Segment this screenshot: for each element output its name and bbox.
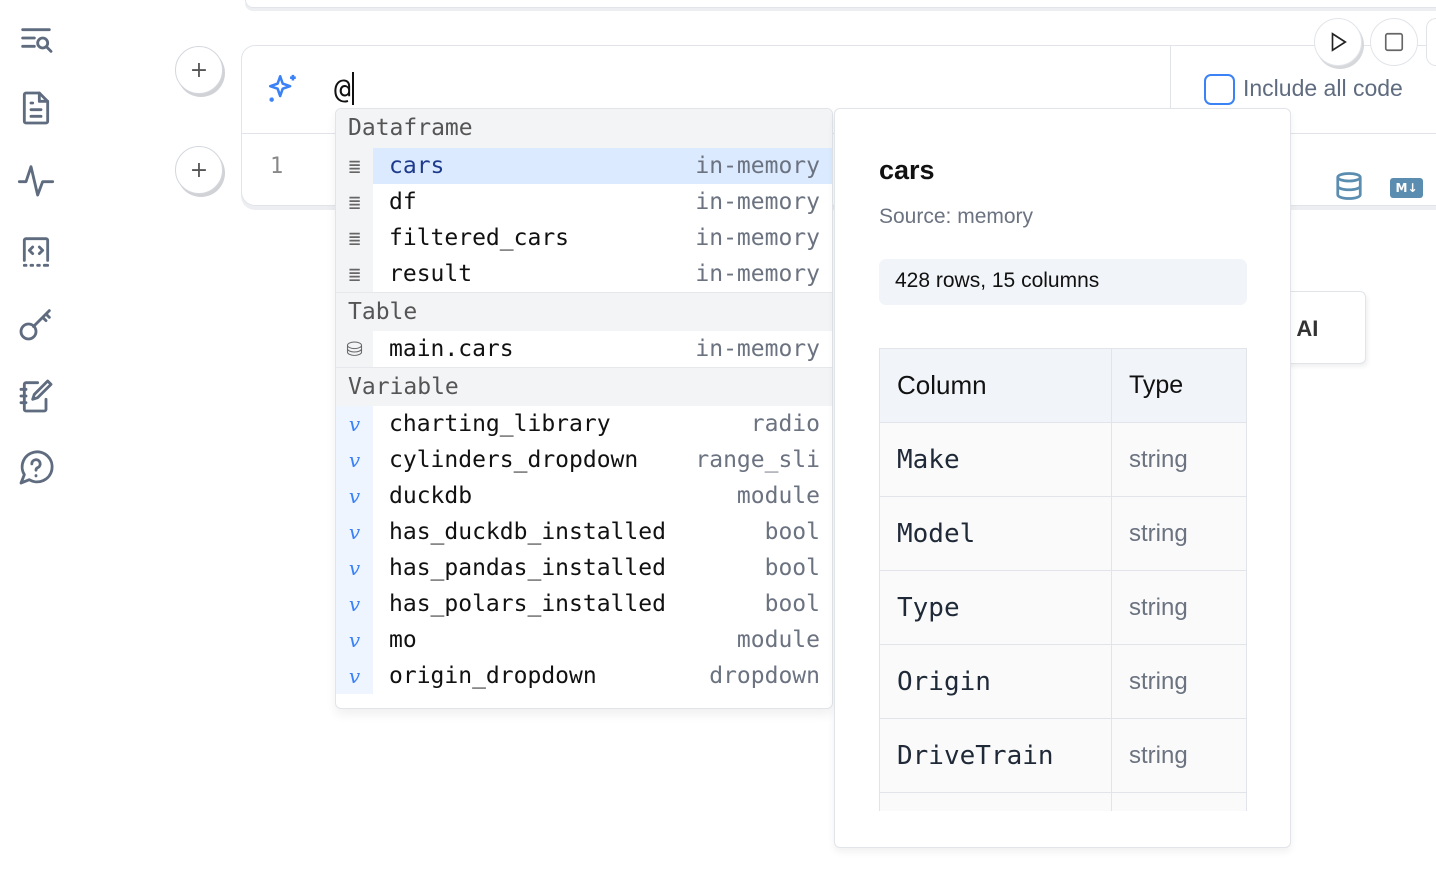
completion-item[interactable]: v has_polars_installed bool	[336, 586, 832, 622]
dataframe-icon: ≣	[336, 148, 373, 184]
info-summary: 428 rows, 15 columns	[879, 259, 1247, 305]
sparkles-icon	[266, 72, 300, 110]
completion-item[interactable]: v mo module	[336, 622, 832, 658]
column-type: string	[1112, 719, 1246, 792]
variable-icon: v	[336, 586, 373, 622]
variable-icon: v	[336, 550, 373, 586]
dataframe-icon: ≣	[336, 184, 373, 220]
completion-name: cylinders_dropdown	[373, 447, 695, 473]
dataframe-icon: ≣	[336, 256, 373, 292]
completion-name: main.cars	[373, 336, 695, 362]
completion-name: df	[373, 189, 695, 215]
completion-type: in-memory	[695, 336, 832, 362]
variable-icon: v	[336, 622, 373, 658]
column-name: Origin	[880, 645, 1112, 718]
search-list-icon[interactable]	[16, 18, 56, 58]
file-text-icon[interactable]	[16, 88, 56, 128]
column-name: Make	[880, 423, 1112, 496]
completion-name: has_pandas_installed	[373, 555, 765, 581]
table-row: Modelstring	[880, 497, 1246, 571]
include-all-code-checkbox[interactable]	[1204, 74, 1235, 105]
previous-cell	[245, 0, 1436, 8]
completion-name: has_polars_installed	[373, 591, 765, 617]
completion-name: cars	[373, 153, 695, 179]
group-header: Variable	[336, 367, 832, 406]
completion-item[interactable]: v charting_library radio	[336, 406, 832, 442]
completion-type: module	[737, 627, 832, 653]
info-source: Source: memory	[879, 205, 1033, 229]
completion-type: range_sli	[695, 447, 832, 473]
completion-type: bool	[765, 519, 832, 545]
table-row: Makestring	[880, 423, 1246, 497]
activity-icon[interactable]	[16, 160, 56, 200]
completion-item[interactable]: ≣ cars in-memory	[336, 148, 832, 184]
completion-name: duckdb	[373, 483, 737, 509]
completion-item[interactable]: ≣ filtered_cars in-memory	[336, 220, 832, 256]
columns-table: ColumnTypeMakestringModelstringTypestrin…	[879, 348, 1247, 811]
add-cell-above-button[interactable]: +	[175, 46, 223, 94]
column-name: DriveTrain	[880, 719, 1112, 792]
completion-name: origin_dropdown	[373, 663, 709, 689]
completion-type: in-memory	[695, 225, 832, 251]
code-square-icon[interactable]	[16, 232, 56, 272]
group-header: Dataframe	[336, 109, 832, 148]
completion-name: filtered_cars	[373, 225, 695, 251]
notebook-pen-icon[interactable]	[16, 376, 56, 416]
completion-type: in-memory	[695, 189, 832, 215]
completion-type: bool	[765, 591, 832, 617]
completion-item[interactable]: v cylinders_dropdown range_sli	[336, 442, 832, 478]
table-row: Originstring	[880, 645, 1246, 719]
column-type: string	[1112, 571, 1246, 644]
completion-type: in-memory	[695, 261, 832, 287]
completion-type: bool	[765, 555, 832, 581]
stop-button[interactable]	[1370, 18, 1418, 66]
include-all-code-label: Include all code	[1243, 75, 1403, 102]
completion-item[interactable]: ⛁ main.cars in-memory	[336, 331, 832, 367]
variable-icon: v	[336, 658, 373, 694]
help-circle-icon[interactable]	[16, 448, 56, 488]
column-name: Type	[880, 571, 1112, 644]
database-icon[interactable]	[1334, 170, 1364, 206]
completion-item[interactable]: ≣ df in-memory	[336, 184, 832, 220]
completion-name: charting_library	[373, 411, 751, 437]
completion-item[interactable]: v has_duckdb_installed bool	[336, 514, 832, 550]
completion-item[interactable]: ≣ result in-memory	[336, 256, 832, 292]
column-type: string	[1112, 423, 1246, 496]
completion-type: dropdown	[709, 663, 832, 689]
completion-item[interactable]: v has_pandas_installed bool	[336, 550, 832, 586]
line-number: 1	[270, 154, 283, 179]
prompt-input[interactable]: @	[334, 72, 354, 105]
more-button[interactable]	[1426, 18, 1436, 66]
completion-name: mo	[373, 627, 737, 653]
column-header: Column	[880, 349, 1112, 422]
completion-type: in-memory	[695, 153, 832, 179]
column-name: Model	[880, 497, 1112, 570]
autocomplete-dropdown: Dataframe ≣ cars in-memory ≣ df in-memor…	[335, 108, 833, 709]
variable-icon: v	[336, 478, 373, 514]
table-row: DriveTrainstring	[880, 719, 1246, 793]
completion-name: result	[373, 261, 695, 287]
variable-icon: v	[336, 406, 373, 442]
dataframe-icon: ≣	[336, 220, 373, 256]
group-header: Table	[336, 292, 832, 331]
dataframe-info-panel: cars Source: memory 428 rows, 15 columns…	[834, 108, 1291, 848]
completion-item[interactable]: v origin_dropdown dropdown	[336, 658, 832, 694]
completion-type: radio	[751, 411, 832, 437]
column-type: string	[1112, 497, 1246, 570]
markdown-icon[interactable]: M↓	[1390, 178, 1423, 198]
run-button[interactable]	[1314, 18, 1362, 66]
column-type: string	[1112, 645, 1246, 718]
variable-icon: v	[336, 514, 373, 550]
variable-icon: v	[336, 442, 373, 478]
key-icon[interactable]	[16, 304, 56, 344]
table-row: Typestring	[880, 571, 1246, 645]
type-header: Type	[1112, 349, 1246, 422]
table-icon: ⛁	[336, 331, 373, 367]
info-title: cars	[879, 155, 935, 186]
add-cell-below-button[interactable]: +	[175, 146, 223, 194]
completion-type: module	[737, 483, 832, 509]
completion-name: has_duckdb_installed	[373, 519, 765, 545]
completion-item[interactable]: v duckdb module	[336, 478, 832, 514]
